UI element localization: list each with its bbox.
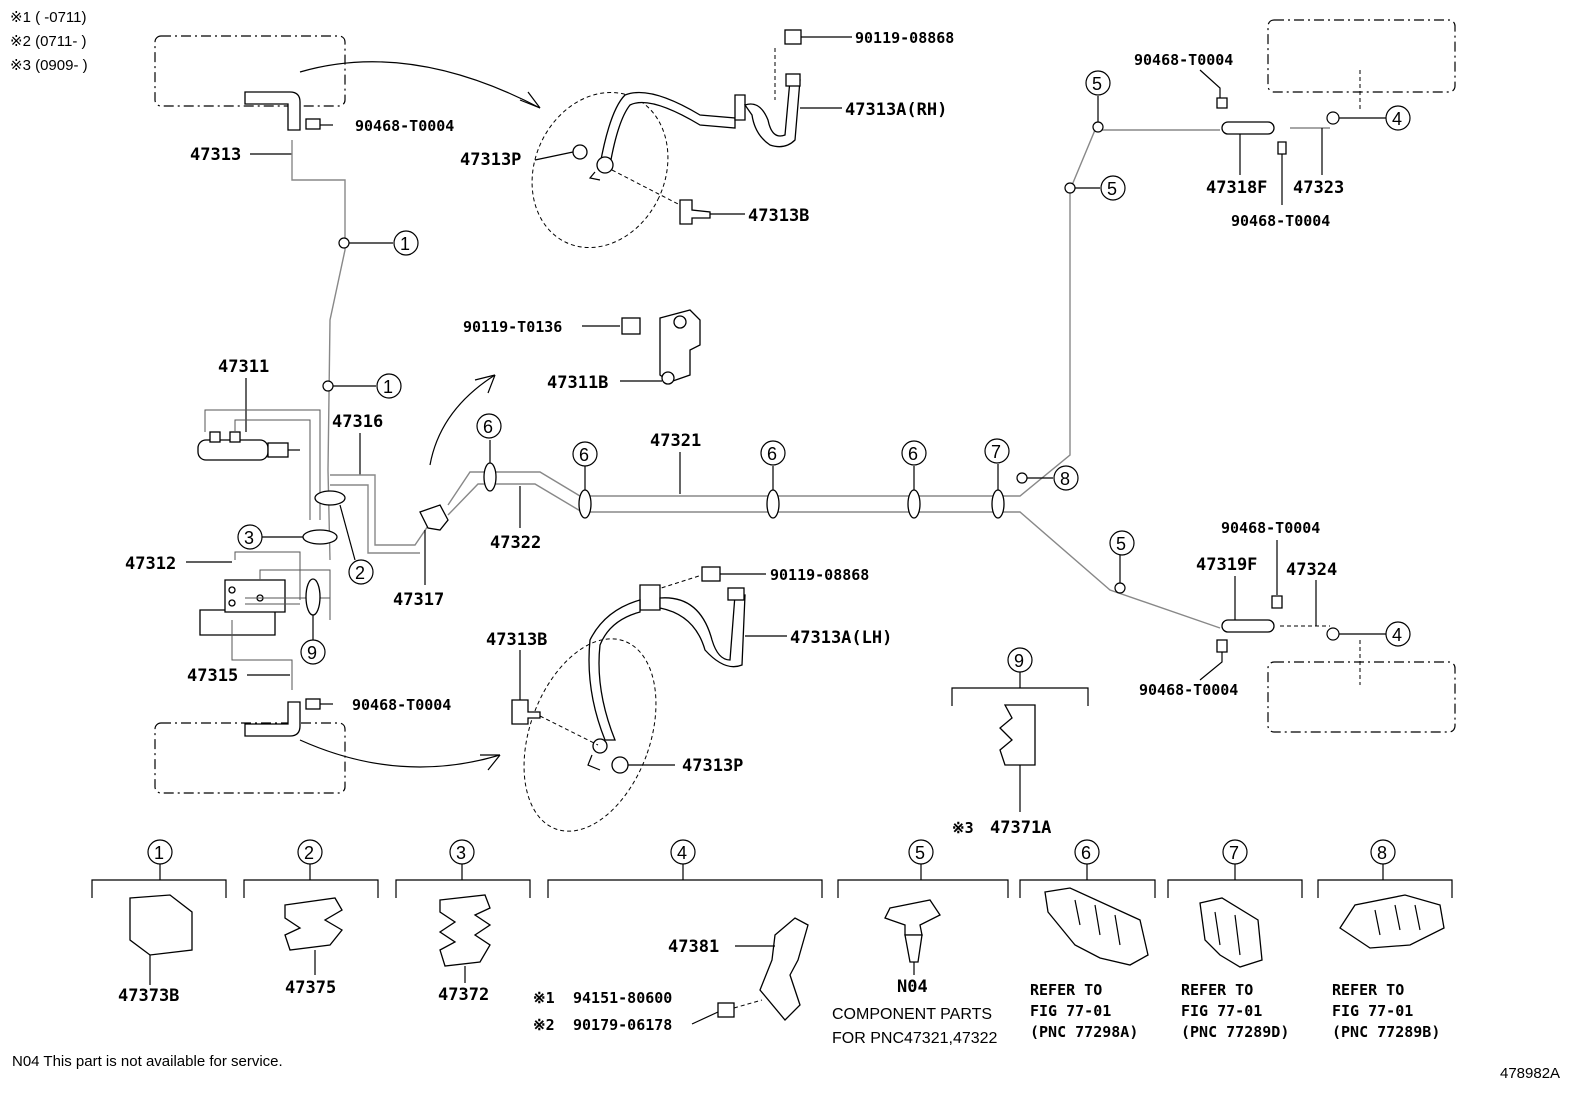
label-90468-T0004-e: 90468-T0004 (1221, 519, 1320, 537)
callout-5-b: 5 (1092, 74, 1102, 94)
label-90468-T0004-c: 90468-T0004 (1134, 51, 1233, 69)
label-47375: 47375 (285, 978, 336, 998)
drawing-id: 478982A (1500, 1065, 1560, 1082)
rh-knuckle-outline (531, 91, 669, 249)
caption-ref6-3: (PNC 77298A) (1030, 1023, 1138, 1041)
label-N04: N04 (897, 977, 928, 997)
detail-1: 1 47373B (91, 839, 227, 1006)
mark-47371A: ※3 (952, 819, 974, 837)
svg-text:8: 8 (1377, 843, 1387, 863)
callout-7-a: 7 (991, 442, 1001, 462)
detail-4: 4 47381 ※1 94151-80600 ※2 90179-06178 (533, 839, 823, 1034)
callout-2: 2 (355, 563, 365, 583)
svg-text:2: 2 (304, 843, 314, 863)
detail-3: 3 47372 (395, 839, 531, 1005)
label-47313B-b: 47313B (486, 630, 547, 650)
label-47318F: 47318F (1206, 178, 1267, 198)
callout-4-b: 4 (1392, 625, 1402, 645)
caption-ref8-2: FIG 77-01 (1332, 1002, 1413, 1020)
caption-component-1: COMPONENT PARTS (832, 1006, 992, 1023)
label-90468-T0004-b: 90468-T0004 (352, 696, 451, 714)
callout-3-a: 3 (244, 528, 254, 548)
caption-component-2: FOR PNC47321,47322 (832, 1030, 998, 1047)
label-90119-08868-a: 90119-08868 (855, 29, 954, 47)
caption-ref7-2: FIG 77-01 (1181, 1002, 1262, 1020)
label-47371A: 47371A (990, 818, 1051, 838)
label-94151-80600: 94151-80600 (573, 989, 672, 1007)
label-47323: 47323 (1293, 178, 1344, 198)
label-47372: 47372 (438, 985, 489, 1005)
callout-9-b: 9 (1014, 651, 1024, 671)
callout-9-a: 9 (307, 643, 317, 663)
label-90119-08868-b: 90119-08868 (770, 566, 869, 584)
front-wheel-box-bottom (154, 722, 346, 794)
caption-ref7-3: (PNC 77289D) (1181, 1023, 1289, 1041)
note-2: ※2 (0711- ) (10, 33, 87, 50)
detail-7: 7 REFER TO FIG 77-01 (PNC 77289D) (1167, 839, 1303, 1041)
label-47322: 47322 (490, 533, 541, 553)
callout-4-a: 4 (1392, 109, 1402, 129)
svg-text:5: 5 (915, 843, 925, 863)
detail-8: 8 REFER TO FIG 77-01 (PNC 77289B) (1317, 839, 1453, 1041)
caption-ref8-3: (PNC 77289B) (1332, 1023, 1440, 1041)
footnote: N04 This part is not available for servi… (12, 1053, 283, 1070)
label-47313A-LH: 47313A(LH) (790, 628, 892, 648)
caption-ref6-2: FIG 77-01 (1030, 1002, 1111, 1020)
callout-6-a: 6 (483, 417, 493, 437)
label-47312: 47312 (125, 554, 176, 574)
label-47313: 47313 (190, 145, 241, 165)
detail-5: 5 N04 COMPONENT PARTS FOR PNC47321,47322 (832, 839, 1009, 1047)
callout-6-b: 6 (579, 445, 589, 465)
note-3: ※3 (0909- ) (10, 57, 88, 74)
label-47313A-RH: 47313A(RH) (845, 100, 947, 120)
label-47313B-a: 47313B (748, 206, 809, 226)
label-47324: 47324 (1286, 560, 1337, 580)
label-47315: 47315 (187, 666, 238, 686)
label-90468-T0004-a: 90468-T0004 (355, 117, 454, 135)
svg-text:3: 3 (456, 843, 466, 863)
label-90468-T0004-f: 90468-T0004 (1139, 681, 1238, 699)
svg-text:6: 6 (1081, 843, 1091, 863)
callout-5-c: 5 (1116, 534, 1126, 554)
rear-wheel-box-top (1267, 19, 1456, 93)
label-47381: 47381 (668, 937, 719, 957)
label-47311B: 47311B (547, 373, 608, 393)
caption-ref8-1: REFER TO (1332, 981, 1404, 999)
detail-2: 2 47375 (243, 839, 379, 998)
detail-6: 6 REFER TO FIG 77-01 (PNC 77298A) (1019, 839, 1156, 1041)
mark-2: ※2 (533, 1016, 555, 1034)
svg-text:4: 4 (677, 843, 687, 863)
svg-text:7: 7 (1229, 843, 1239, 863)
label-47311: 47311 (218, 357, 269, 377)
mark-1: ※1 (533, 989, 555, 1007)
label-47373B: 47373B (118, 986, 179, 1006)
front-wheel-box-top (154, 35, 346, 107)
callout-6-d: 6 (908, 444, 918, 464)
label-47319F: 47319F (1196, 555, 1257, 575)
label-90468-T0004-d: 90468-T0004 (1231, 212, 1330, 230)
caption-ref7-1: REFER TO (1181, 981, 1253, 999)
label-47313P-a: 47313P (460, 150, 521, 170)
label-47321: 47321 (650, 431, 701, 451)
label-47316: 47316 (332, 412, 383, 432)
callout-1-a: 1 (400, 234, 410, 254)
svg-text:1: 1 (154, 843, 164, 863)
callout-5-a: 5 (1107, 179, 1117, 199)
label-47313P-b: 47313P (682, 756, 743, 776)
note-1: ※1 ( -0711) (10, 9, 87, 26)
label-47317: 47317 (393, 590, 444, 610)
callout-1-b: 1 (383, 377, 393, 397)
rear-wheel-box-bottom (1267, 661, 1456, 733)
label-90119-T0136: 90119-T0136 (463, 318, 562, 336)
caption-ref6-1: REFER TO (1030, 981, 1102, 999)
callout-6-c: 6 (767, 444, 777, 464)
callout-8-a: 8 (1060, 469, 1070, 489)
label-90179-06178: 90179-06178 (573, 1016, 672, 1034)
